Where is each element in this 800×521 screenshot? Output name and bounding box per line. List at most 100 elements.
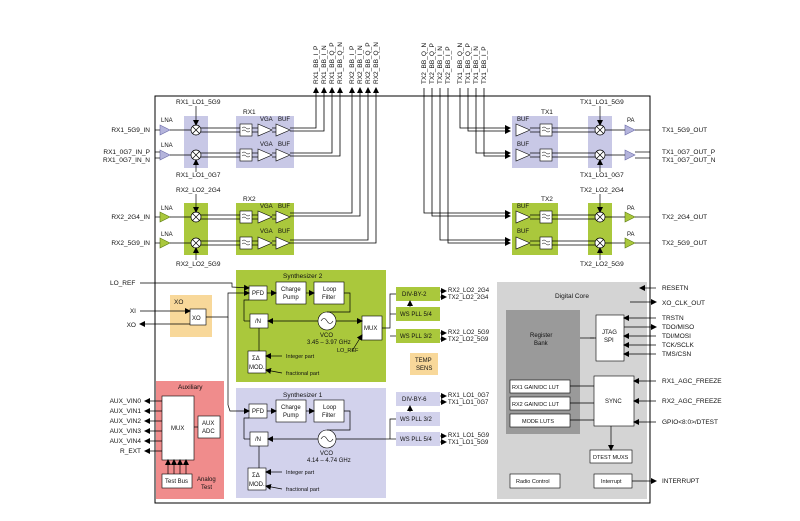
lna-label: LNA bbox=[161, 232, 173, 238]
pin-tdo-miso: TDO/MISO bbox=[662, 324, 694, 331]
tx1-chain: TX1 BUF BUF PA TX1_LO1_5G9 TX1_LO1_0G7 bbox=[512, 99, 650, 179]
digital-core: Digital Core Register Bank JTAG SPI RX1 … bbox=[497, 282, 657, 499]
synthesizer-2: Synthesizer 2 PFD Charge Pump Loop Filte… bbox=[236, 270, 386, 382]
lna-triangle bbox=[159, 124, 171, 136]
lna-triangle bbox=[159, 149, 171, 161]
div-label: /N bbox=[255, 319, 261, 325]
pin-rx2-2g4-in: RX2_2G4_IN bbox=[111, 214, 150, 221]
synthesizer-1: Synthesizer 1 PFD Charge Pump Loop Filte… bbox=[236, 388, 386, 498]
aux-mux-label: MUX bbox=[171, 426, 184, 432]
rx2-lo-bottom: RX2_LO2_5G9 bbox=[176, 261, 221, 268]
sigma-delta-label: ΣΔ bbox=[252, 473, 260, 479]
pa-triangle bbox=[624, 211, 636, 223]
lo-ref-out-label: LO_REF bbox=[337, 348, 359, 354]
lna-label: LNA bbox=[161, 118, 173, 124]
pin-rx1-5g9-in: RX1_5G9_IN bbox=[111, 127, 150, 134]
tx1-lo-bottom: TX1_LO1_0G7 bbox=[580, 172, 624, 179]
pin-tck-sclk: TCK/SCLK bbox=[662, 342, 694, 349]
register-bank bbox=[506, 310, 580, 434]
filter-icon bbox=[239, 236, 253, 250]
rx2-label: RX2 bbox=[243, 196, 256, 203]
tx2-label: TX2 bbox=[541, 196, 553, 203]
signal-label: RX2_BB_Q_N bbox=[373, 42, 380, 84]
filter-label: Filter bbox=[322, 295, 335, 301]
filter-icon bbox=[239, 148, 253, 162]
pa-triangle bbox=[624, 149, 636, 161]
xo-title: XO bbox=[174, 299, 183, 306]
chip-outline bbox=[154, 95, 651, 504]
buf-triangle bbox=[515, 123, 531, 137]
filter-label: Filter bbox=[322, 413, 335, 419]
signal-label: RX1_BB_Q_N bbox=[337, 42, 344, 84]
signal-label: RX1_BB_Q_P bbox=[329, 42, 336, 84]
vga-label: VGA bbox=[260, 229, 273, 235]
lna-triangle bbox=[159, 237, 171, 249]
vco-label: VCO bbox=[320, 333, 333, 339]
pa-label: PA bbox=[627, 118, 635, 124]
temp-label: TEMP bbox=[415, 358, 432, 364]
signal-label: RX2_BB_I_P bbox=[349, 46, 356, 84]
pin-tx2-5g9-out: TX2_5G9_OUT bbox=[662, 240, 707, 247]
sync-label: SYNC bbox=[605, 399, 622, 405]
buf-label: BUF bbox=[278, 204, 290, 210]
pa-label: PA bbox=[627, 232, 635, 238]
bank-label: Bank bbox=[534, 341, 549, 347]
buf-label: BUF bbox=[517, 204, 529, 210]
lna-triangle bbox=[159, 211, 171, 223]
filter-icon bbox=[239, 123, 253, 137]
tx1-lo-top: TX1_LO1_5G9 bbox=[580, 99, 624, 106]
pa-label: PA bbox=[627, 206, 635, 212]
rx1-lut-label: RX1 GAIN/DC LUT bbox=[512, 385, 560, 391]
filter-icon bbox=[539, 236, 553, 250]
mode-luts-label: MODE LUTS bbox=[522, 419, 554, 425]
radio-control bbox=[509, 473, 561, 489]
tx2-chain: TX2 BUF BUF PA PA TX2_LO2_2G4 TX2_LO2_5G… bbox=[512, 187, 650, 268]
tx2-lo2-5g9-label: TX2_LO2_5G9 bbox=[448, 337, 489, 343]
lna-label: LNA bbox=[161, 206, 173, 212]
pin-aux-vin4: AUX_VIN4 bbox=[110, 438, 142, 445]
buf-triangle bbox=[275, 210, 291, 224]
ws-pll-label: WS PLL 5/4 bbox=[400, 312, 432, 318]
signal-label: TX2_BB_Q_P bbox=[429, 43, 436, 84]
vga-triangle bbox=[257, 236, 273, 250]
integer-part-label: Integer part bbox=[286, 354, 315, 360]
mod-label: MOD. bbox=[249, 365, 265, 371]
tx2-lo-bottom: TX2_LO2_5G9 bbox=[580, 261, 624, 268]
signal-label: RX2_BB_I_N bbox=[357, 45, 364, 84]
pin-tx1-0g7-out-p: TX1_0G7_OUT_P bbox=[662, 149, 715, 156]
div-by-6-label: DIV-BY-6 bbox=[402, 397, 427, 403]
mux-label: MUX bbox=[364, 326, 377, 332]
synth2-sd-mod bbox=[247, 350, 267, 374]
ws-pll-label: WS PLL 5/4 bbox=[400, 437, 432, 443]
rx2-lo2-2g4-label: RX2_LO2_2G4 bbox=[448, 288, 490, 294]
signal-label: TX1_BB_Q_P bbox=[465, 43, 472, 84]
vga-label: VGA bbox=[260, 142, 273, 148]
pin-rx1-0g7-in-n: RX1_0G7_IN_N bbox=[103, 157, 150, 164]
signal-label: RX1_BB_I_P bbox=[313, 46, 320, 84]
pin-rx2-agc-freeze: RX2_AGC_FREEZE bbox=[662, 398, 722, 405]
xo-block: XO XO XI XO LO_REF bbox=[110, 280, 250, 414]
rx2-pins: RX2_2G4_IN RX2_5G9_IN bbox=[111, 214, 150, 247]
pump-label: Pump bbox=[283, 413, 299, 419]
analog-test-label: Test bbox=[201, 485, 212, 491]
signal-label: RX2_BB_Q_P bbox=[365, 42, 372, 84]
pin-aux-vin1: AUX_VIN1 bbox=[110, 408, 142, 415]
jtag-label: JTAG bbox=[602, 330, 617, 336]
buf-label: BUF bbox=[517, 117, 529, 123]
pfd-label: PFD bbox=[252, 409, 265, 415]
rx2-lut bbox=[509, 396, 571, 411]
buf-label: BUF bbox=[517, 142, 529, 148]
div-label: /N bbox=[255, 437, 261, 443]
radio-control-label: Radio Control bbox=[516, 479, 550, 485]
vga-triangle bbox=[257, 148, 273, 162]
signal-label: TX1_BB_I_N bbox=[473, 46, 480, 84]
vco-label: VCO bbox=[320, 451, 333, 457]
synth1-title: Synthesizer 1 bbox=[283, 392, 323, 399]
buf-triangle bbox=[515, 210, 531, 224]
synth2-outputs: DIV-BY-2 WS PLL 5/4 WS PLL 3/2 RX2_LO2_2… bbox=[382, 287, 490, 343]
filter-icon bbox=[539, 123, 553, 137]
vga-label: VGA bbox=[260, 117, 273, 123]
synth2-title: Synthesizer 2 bbox=[283, 273, 323, 280]
loop-label: Loop bbox=[323, 287, 337, 293]
